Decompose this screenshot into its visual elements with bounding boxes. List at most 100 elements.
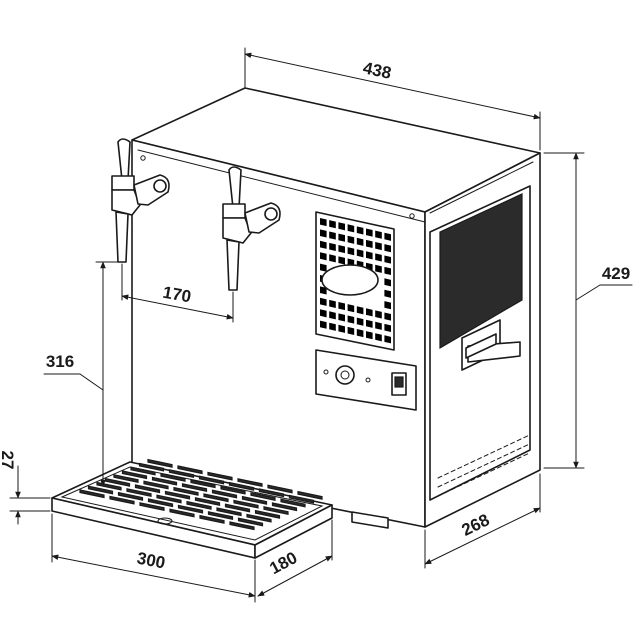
grating-slot	[241, 495, 268, 505]
grating-slot	[237, 517, 264, 527]
carry-handle	[461, 319, 521, 371]
grating-slot	[177, 465, 203, 475]
grating-slot	[207, 511, 234, 521]
grille-cell	[384, 323, 391, 333]
grille-cell	[366, 319, 373, 328]
vent-slot	[463, 472, 469, 476]
grille-cell	[320, 297, 327, 306]
vent-slot	[523, 444, 529, 448]
control-panel	[315, 349, 417, 411]
grating-slot	[211, 489, 238, 499]
grille-cell	[338, 245, 345, 254]
grating-slot	[147, 458, 173, 468]
side-lip-line	[429, 161, 534, 214]
vent-slot	[437, 484, 443, 488]
grating-slot	[198, 475, 225, 485]
grille-cell	[356, 249, 364, 258]
grating-slot	[79, 489, 105, 499]
grating-slot	[246, 513, 272, 523]
grating-slot	[126, 488, 152, 498]
grille-cell	[338, 313, 345, 322]
vent-slot	[490, 459, 496, 463]
grille-cell	[329, 311, 336, 320]
grating-slot	[203, 493, 229, 503]
grille-cell	[366, 308, 373, 317]
grille-cell	[329, 242, 336, 252]
dimension-width-label: 438	[361, 58, 393, 82]
grille-cell	[384, 244, 391, 253]
dimension-tray-width: 300	[51, 513, 256, 603]
vent-slot	[516, 447, 522, 451]
grille-cell	[366, 239, 373, 249]
grating-slot	[220, 485, 246, 495]
vent-slot	[523, 453, 529, 457]
grating-slot	[228, 481, 255, 491]
tap-body	[111, 189, 141, 216]
side-dark-window	[439, 193, 523, 350]
grating-slot	[117, 491, 144, 501]
vent-slot	[490, 450, 496, 454]
screw-icon	[409, 213, 415, 219]
drip-tray-grating	[79, 458, 323, 531]
grating-slot	[190, 479, 216, 489]
dimension-tap-height: 316	[43, 261, 121, 487]
thermostat-knob[interactable]	[335, 365, 355, 385]
drip-tray-rim	[60, 466, 324, 541]
drip-tray-side	[254, 504, 333, 559]
vent-slot	[516, 438, 522, 442]
grille-cell	[320, 218, 327, 227]
grating-slot	[134, 484, 161, 494]
side-panel	[429, 185, 531, 501]
grille-cell	[338, 222, 345, 231]
vent-slot	[496, 465, 502, 469]
dimension-tray-depth-label: 180	[266, 548, 300, 578]
grille-cell	[384, 312, 391, 321]
dimension-width: 438	[244, 47, 541, 151]
grille-cell	[320, 252, 327, 261]
grille-cell	[356, 317, 364, 326]
grille-cell	[329, 322, 336, 331]
grating-slot	[216, 507, 242, 517]
vent-slot	[477, 457, 482, 460]
dimension-tray-height-label: 27	[0, 451, 17, 470]
grating-slot	[237, 478, 263, 488]
grating-slot	[229, 521, 255, 531]
vent-slot	[510, 459, 515, 463]
dimension-tap-spacing-label: 170	[161, 283, 192, 307]
grille-cell	[347, 224, 355, 233]
grating-slot	[164, 490, 191, 500]
grating-slot	[87, 485, 114, 495]
grating-slot	[263, 506, 289, 516]
vent-slot	[437, 475, 443, 479]
vent-slot	[496, 447, 502, 451]
grating-slot	[169, 508, 195, 518]
vent-slot	[477, 466, 482, 469]
knob-center	[340, 370, 350, 380]
grille-cell	[384, 232, 391, 241]
front-ventilation-grille	[315, 211, 395, 351]
grating-slot	[151, 476, 178, 486]
tap-spout	[226, 239, 240, 291]
grille-cell	[347, 247, 355, 256]
vent-slot	[437, 493, 443, 497]
grille-cell	[320, 320, 327, 329]
grille-cell	[375, 264, 382, 273]
dimension-tray-height: 27	[0, 451, 51, 525]
grating-slot	[173, 486, 199, 496]
grating-slot	[267, 484, 293, 494]
screw-icon	[140, 155, 146, 161]
grille-cell	[384, 289, 391, 298]
tap-handle	[228, 166, 242, 209]
indicator-light	[323, 369, 329, 375]
grille-cell	[384, 278, 391, 287]
vent-slot	[450, 469, 456, 473]
vent-slot	[503, 453, 509, 457]
grating-slot	[121, 470, 148, 480]
vent-slot	[496, 456, 502, 460]
vent-slot	[523, 435, 529, 439]
vent-slot	[483, 454, 489, 457]
dimension-height-label: 429	[602, 264, 630, 283]
grille-cell	[366, 251, 373, 260]
beer-tap-right	[222, 166, 281, 291]
